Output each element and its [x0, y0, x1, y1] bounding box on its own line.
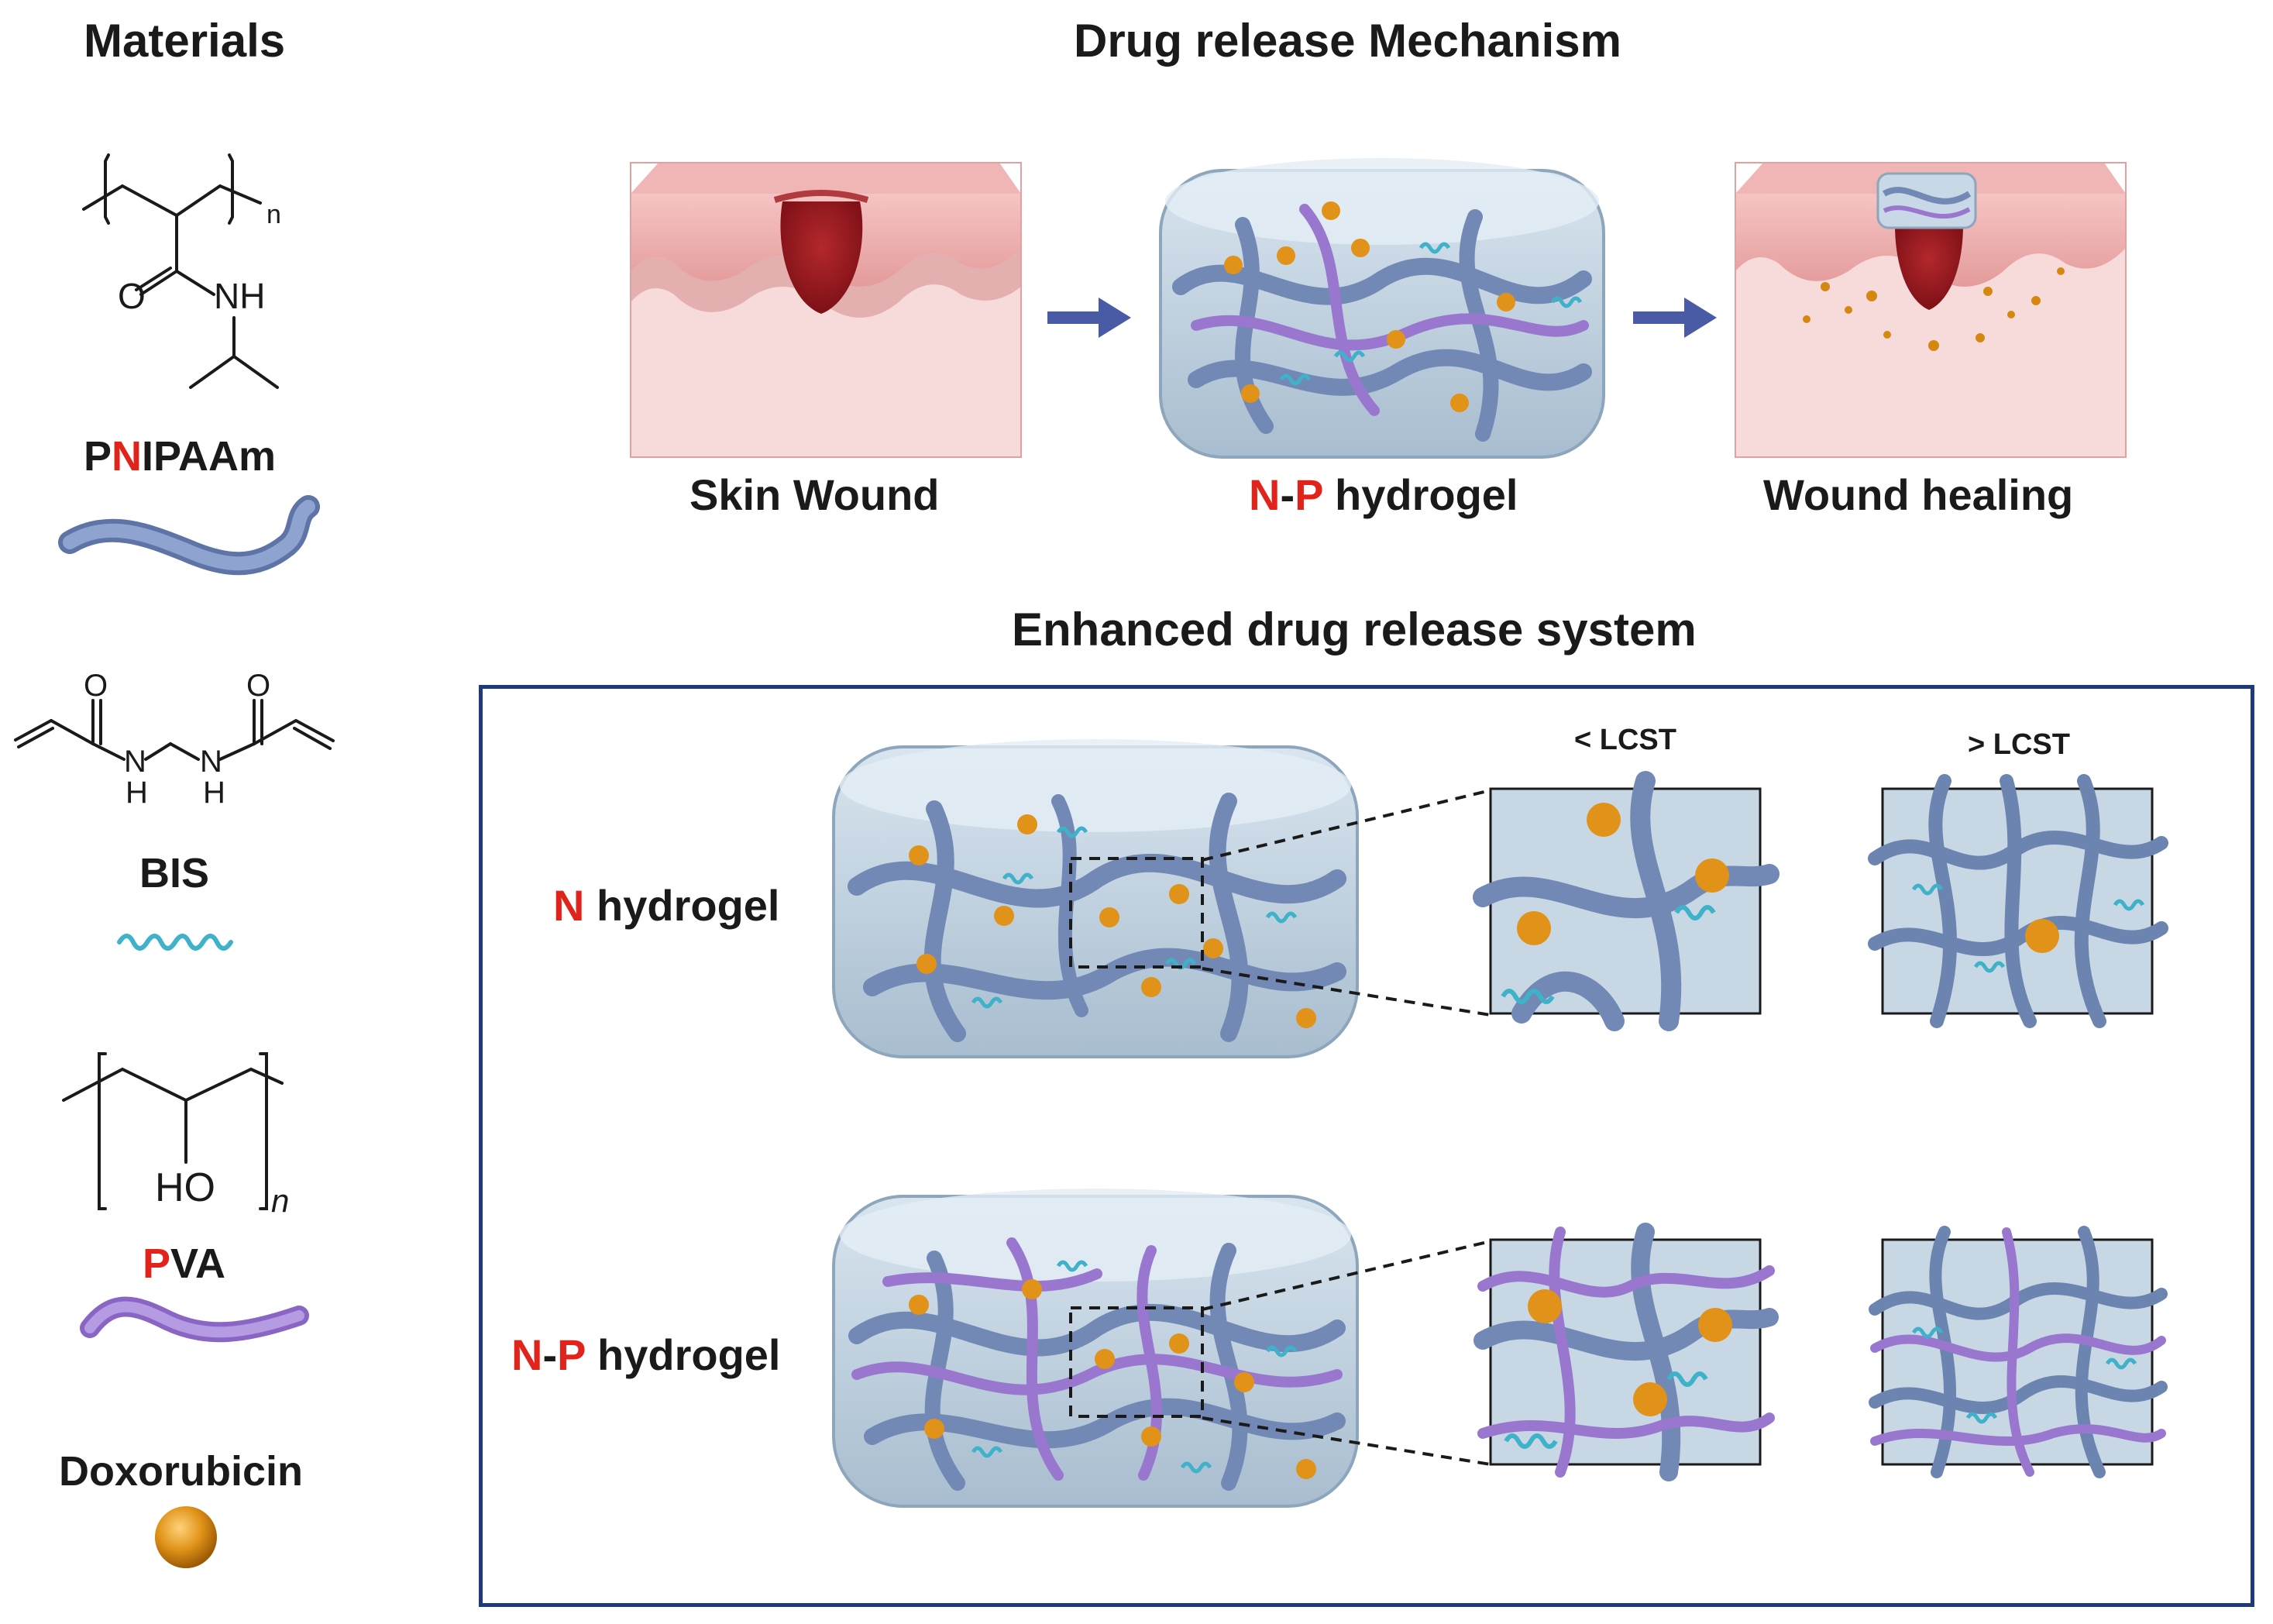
wound-healing-label: Wound healing — [1763, 470, 2074, 519]
pnipaam-nh: NH — [214, 276, 265, 316]
bis-structure: O O N N H H — [14, 669, 335, 810]
bis-oxygen-left: O — [84, 669, 108, 703]
doxorubicin-label: Doxorubicin — [59, 1448, 304, 1495]
n-hydrogel-illustration — [832, 739, 1359, 1058]
np-hydrogel-below-lcst-zoom — [1473, 1223, 1779, 1481]
n-hydrogel-below-lcst-zoom — [1473, 771, 1780, 1031]
pnipaam-structure: n O NH — [82, 153, 281, 389]
doxorubicin-sphere-icon — [155, 1506, 217, 1568]
pnipaam-label: PNIPAAm — [84, 433, 277, 480]
np-hydrogel-illustration — [1159, 158, 1605, 459]
pva-n-subscript: n — [271, 1182, 289, 1219]
skin-wound-label: Skin Wound — [689, 470, 940, 519]
arrow-icon-2 — [1633, 298, 1717, 338]
skin-wound-illustration — [630, 162, 1022, 458]
bis-oxygen-right: O — [246, 669, 270, 703]
mechanism-heading: Drug release Mechanism — [1074, 15, 1621, 67]
bis-nitrogen-left: N — [124, 745, 146, 779]
pva-label: PVA — [143, 1240, 226, 1287]
np-zoom-lines — [1202, 1240, 1491, 1466]
bis-h-left: H — [126, 776, 148, 810]
lcst-above-label: > LCST — [1968, 728, 2070, 761]
arrow-icon-1 — [1047, 298, 1131, 338]
bis-h-right: H — [203, 776, 225, 810]
pva-structure: HO n — [62, 1052, 289, 1219]
pnipaam-n-subscript: n — [267, 200, 281, 229]
n-zoom-lines — [1202, 789, 1491, 1017]
bis-nitrogen-right: N — [200, 745, 222, 779]
n-hydrogel-above-lcst-zoom — [1868, 774, 2168, 1028]
enhanced-heading: Enhanced drug release system — [1012, 604, 1697, 655]
pva-chain-icon — [80, 1296, 309, 1343]
materials-heading: Materials — [84, 15, 286, 67]
bis-label: BIS — [139, 850, 210, 896]
n-hydrogel-label: N hydrogel — [553, 881, 780, 930]
wound-healing-illustration — [1735, 162, 2127, 458]
bis-crosslinker-icon — [117, 934, 233, 951]
pnipaam-oxygen: O — [118, 276, 146, 316]
np-hydrogel-illustration-bottom — [832, 1189, 1359, 1508]
lcst-below-label: < LCST — [1574, 724, 1676, 756]
enhanced-system-box — [479, 685, 2254, 1607]
pnipaam-chain-icon — [58, 495, 320, 576]
np-hydrogel-label-bottom: N-P hydrogel — [511, 1330, 781, 1379]
np-hydrogel-above-lcst-zoom — [1869, 1226, 2168, 1478]
pva-hydroxyl: HO — [155, 1165, 215, 1210]
np-hydrogel-label-top: N-P hydrogel — [1249, 470, 1518, 519]
